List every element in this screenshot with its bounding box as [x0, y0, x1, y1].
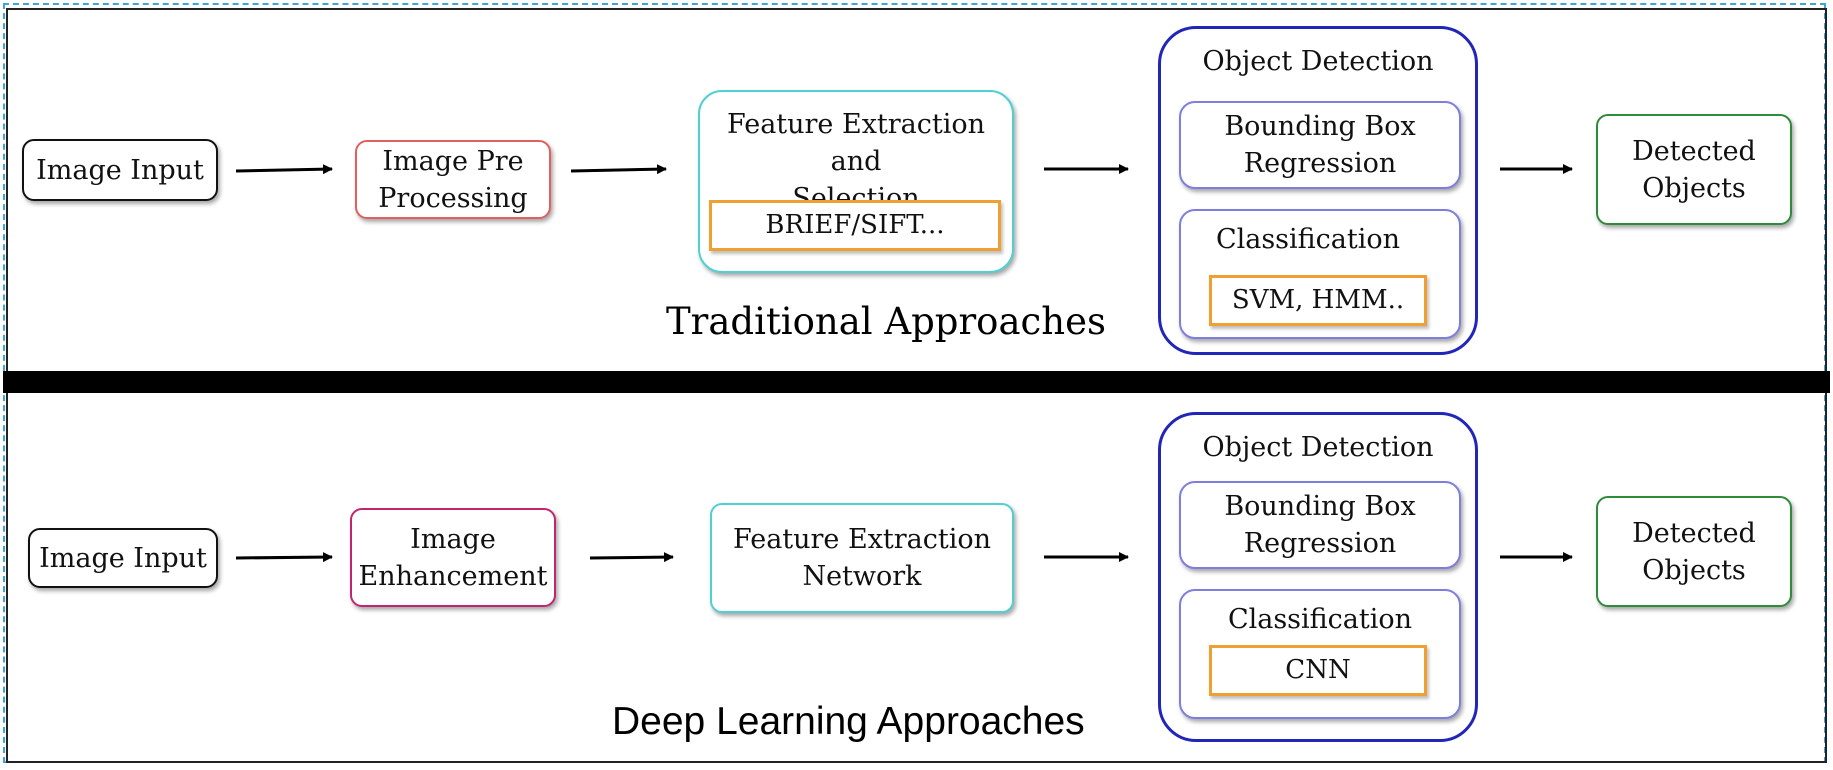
deep-detected-objects-label: Detected Objects: [1632, 517, 1756, 586]
cnn-label: CNN: [1285, 655, 1351, 685]
image-enhancement-label: Image Enhancement: [358, 523, 548, 592]
detected-objects-box: Detected Objects: [1596, 114, 1792, 225]
feature-extraction-box: Feature Extraction and Selection BRIEF/S…: [698, 90, 1014, 273]
deep-bbox-regression-label: Bounding Box Regression: [1224, 491, 1416, 559]
deep-image-input-label: Image Input: [39, 542, 207, 574]
arrow-input-to-enhancement: [235, 552, 333, 563]
deep-detected-objects-box: Detected Objects: [1596, 496, 1792, 607]
object-detection-box: Object Detection Bounding Box Regression…: [1158, 26, 1478, 355]
svm-hmm-box: SVM, HMM..: [1209, 275, 1427, 326]
brief-sift-box: BRIEF/SIFT...: [709, 200, 1001, 251]
image-input-box: Image Input: [22, 139, 218, 201]
deep-classification-box: Classification CNN: [1179, 589, 1461, 719]
brief-sift-label: BRIEF/SIFT...: [765, 210, 945, 240]
preprocessing-box: Image Pre Processing: [355, 140, 551, 219]
image-input-label: Image Input: [36, 154, 204, 186]
arrow-preprocessing-to-feature: [570, 164, 667, 175]
bbox-regression-label: Bounding Box Regression: [1224, 111, 1416, 179]
deep-learning-caption: Deep Learning Approaches: [612, 700, 1085, 743]
detected-objects-label: Detected Objects: [1632, 135, 1756, 204]
feature-extraction-network-label: Feature Extraction Network: [732, 524, 992, 592]
svm-hmm-label: SVM, HMM..: [1231, 285, 1405, 315]
arrow-enhancement-to-feature: [589, 552, 674, 563]
section-divider: [3, 371, 1830, 393]
object-detection-label: Object Detection: [1202, 46, 1434, 77]
arrow-input-to-preprocessing: [235, 164, 333, 175]
deep-object-detection-box: Object Detection Bounding Box Regression…: [1158, 412, 1478, 742]
deep-bbox-regression-box: Bounding Box Regression: [1179, 481, 1461, 569]
preprocessing-label: Image Pre Processing: [378, 145, 528, 214]
classification-label: Classification: [1215, 224, 1401, 255]
classification-box: Classification SVM, HMM..: [1179, 209, 1461, 339]
feature-extraction-network-box: Feature Extraction Network: [710, 503, 1014, 613]
deep-classification-label: Classification: [1227, 604, 1413, 635]
cnn-box: CNN: [1209, 645, 1427, 696]
deep-image-input-box: Image Input: [28, 528, 218, 588]
bbox-regression-box: Bounding Box Regression: [1179, 101, 1461, 189]
traditional-caption: Traditional Approaches: [666, 300, 1106, 343]
deep-object-detection-label: Object Detection: [1202, 432, 1434, 463]
image-enhancement-box: Image Enhancement: [350, 508, 556, 607]
